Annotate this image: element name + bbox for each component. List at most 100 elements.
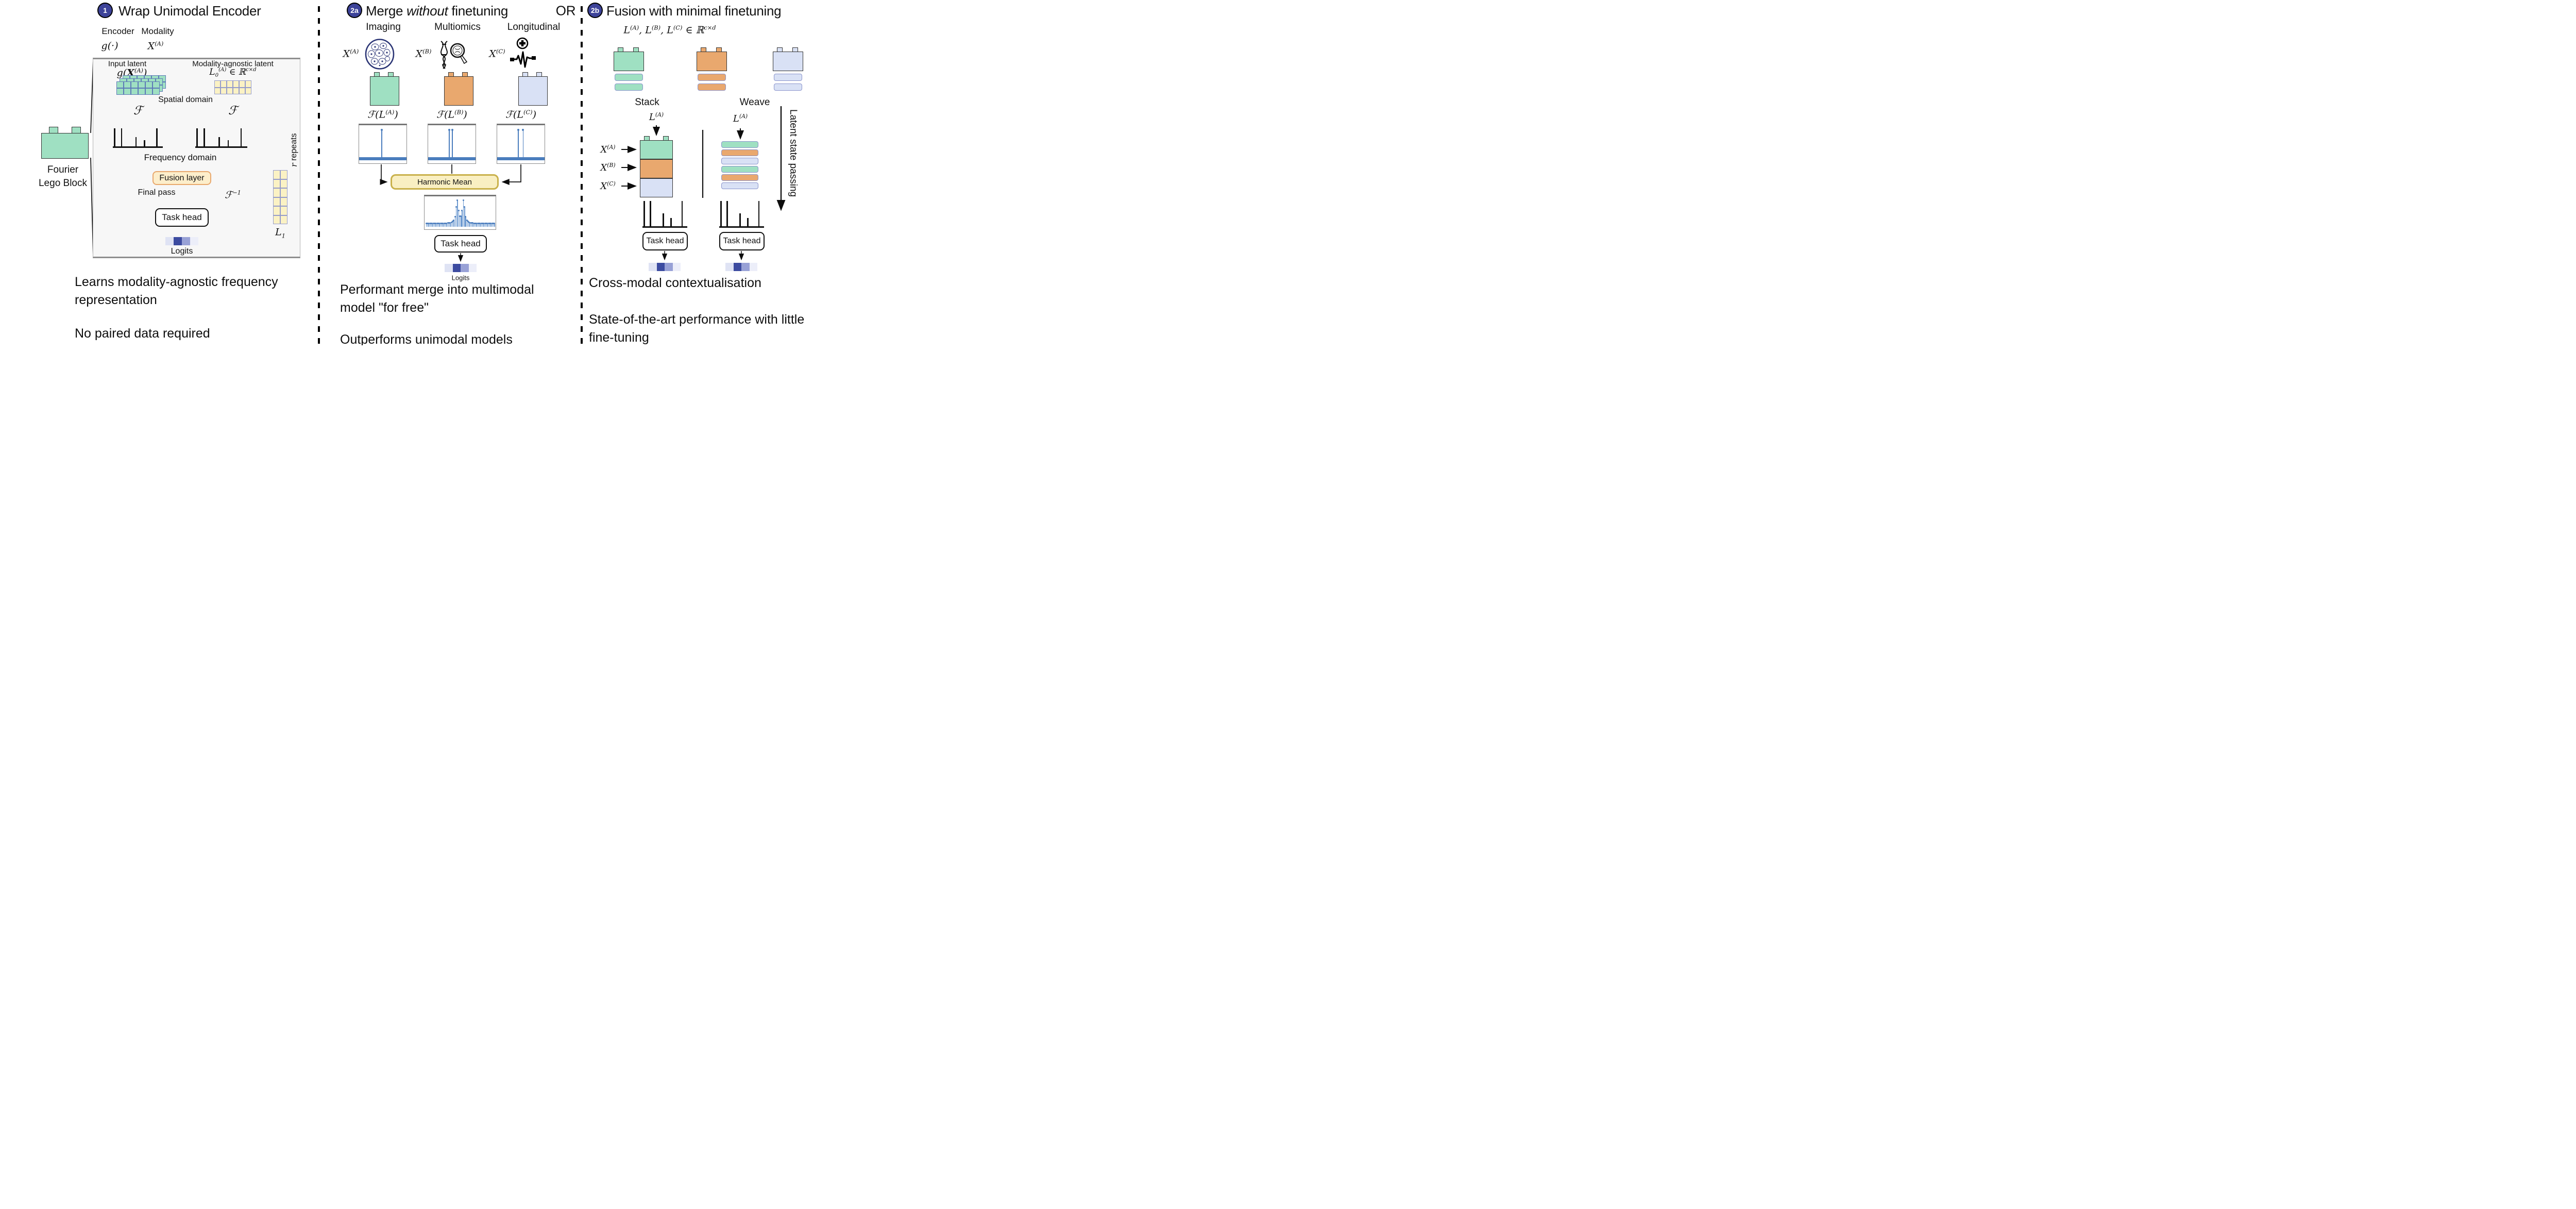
brick-stud <box>618 47 623 52</box>
stem <box>670 217 672 226</box>
l1-label: L1 <box>275 227 285 240</box>
spectrum-plot-c <box>497 124 545 164</box>
latent-chip-c <box>774 74 802 81</box>
resonance-stem <box>493 224 494 227</box>
math-segment: −1 <box>232 189 241 196</box>
panel1-title: Wrap Unimodal Encoder <box>118 3 261 19</box>
brick-stud <box>374 72 380 77</box>
f-lc-label: ℱ(L(C)) <box>505 108 536 120</box>
resonance-dot <box>469 222 471 224</box>
math-segment: 1 <box>281 232 285 240</box>
fourier-symbol-right: ℱ <box>228 104 238 117</box>
resonance-stem <box>471 223 472 227</box>
encoder-math: g(·) <box>101 40 118 52</box>
stem <box>747 217 749 226</box>
math-segment: X <box>600 144 607 155</box>
resonance-stem <box>489 224 490 227</box>
resonance-dot <box>471 222 473 224</box>
resonance-stem <box>440 224 442 227</box>
fourier-lego-brick <box>41 133 89 159</box>
frequency-domain-label: Frequency domain <box>144 153 217 162</box>
resonance-dot <box>450 221 452 223</box>
resonance-stem <box>428 224 429 227</box>
spectrum-plot-a <box>359 124 407 164</box>
resonance-stem <box>490 224 492 227</box>
resonance-dot <box>462 199 464 201</box>
resonance-dot <box>478 223 480 225</box>
resonance-dot <box>486 223 488 225</box>
brick-stud <box>663 136 669 141</box>
stack-latent-math: L(A) <box>649 111 664 123</box>
grid-cell <box>221 80 227 88</box>
header-imaging: Imaging <box>366 22 401 32</box>
arrow-spectrum-c-to-harmonic <box>501 164 521 185</box>
resonance-dot <box>442 223 444 225</box>
brick-stud <box>701 47 706 52</box>
resonance-dot <box>476 222 478 224</box>
math-segment: L <box>733 113 739 124</box>
math-segment: X <box>343 48 350 60</box>
resonance-stem <box>470 223 471 227</box>
stem <box>758 201 760 226</box>
latent-chip-b <box>698 74 726 81</box>
resonance-stem <box>482 224 483 227</box>
brick-stud <box>462 72 468 77</box>
grid-cell <box>273 188 280 197</box>
f-lb-label: ℱ(L(B)) <box>436 108 467 120</box>
panel3-caption-2: State-of-the-art performance with little… <box>589 312 805 345</box>
math-segment: (C) <box>523 108 533 116</box>
resonance-dot <box>432 223 434 225</box>
math-segment: ∈ ℝ <box>682 24 704 36</box>
resonance-dot <box>444 222 446 224</box>
spectrum-plot-b <box>428 124 476 164</box>
fourier-lego-stud <box>49 127 58 133</box>
resonance-dot <box>481 223 483 225</box>
logit-cell <box>182 237 190 245</box>
dna-magnifier-icon <box>440 41 468 69</box>
stem <box>663 213 664 226</box>
math-segment: 0 <box>215 73 219 79</box>
grid-cell <box>214 80 221 88</box>
grid-cell <box>152 81 160 88</box>
or-label: OR <box>555 3 576 19</box>
resonance-dot <box>454 215 456 217</box>
math-segment: ) <box>463 109 467 121</box>
latent-dims-math: L(A), L(B), L(C) ∈ ℝc×d <box>623 24 716 36</box>
resonance-dot <box>490 223 492 225</box>
stem-axis <box>196 128 198 146</box>
stem <box>121 128 123 146</box>
xc-math-p2: X(C) <box>489 47 505 59</box>
resonance-dot <box>477 223 479 225</box>
step-1-badge: 1 <box>97 3 113 18</box>
resonance-dot <box>448 222 450 224</box>
math-segment: (A) <box>385 108 395 116</box>
resonance-stem <box>452 222 453 227</box>
resonance-stem <box>475 223 476 227</box>
grid-cell <box>280 206 287 215</box>
math-segment: (A) <box>607 144 616 150</box>
math-segment: (A) <box>134 66 144 74</box>
resonance-dot <box>460 215 462 217</box>
weave-latent-math: L(A) <box>733 113 748 124</box>
math-segment: (B) <box>454 108 464 116</box>
math-segment: (A) <box>739 113 748 120</box>
logits-heatmap-p3-left <box>649 263 681 271</box>
spectrum-spike-dot <box>448 129 450 131</box>
input-latent-label: Input latent <box>108 59 147 69</box>
resonance-dot <box>447 222 449 224</box>
grid-cell <box>280 170 287 179</box>
grid-cell <box>239 80 245 88</box>
math-segment: ℱ(L <box>367 109 386 121</box>
resonance-dot <box>435 223 437 225</box>
grid-cell <box>152 88 160 95</box>
step-2a-badge: 2a <box>347 3 362 18</box>
latent-chip-b <box>698 83 726 91</box>
weave-chip <box>721 182 758 189</box>
grid-cell <box>138 81 145 88</box>
xa-math-p3: X(A) <box>600 144 615 155</box>
stack-section-b <box>640 159 673 178</box>
resonance-stem <box>426 224 427 227</box>
resonance-stem <box>435 224 436 227</box>
spectrum-spike-dot <box>517 129 519 131</box>
resonance-dot <box>466 219 468 221</box>
